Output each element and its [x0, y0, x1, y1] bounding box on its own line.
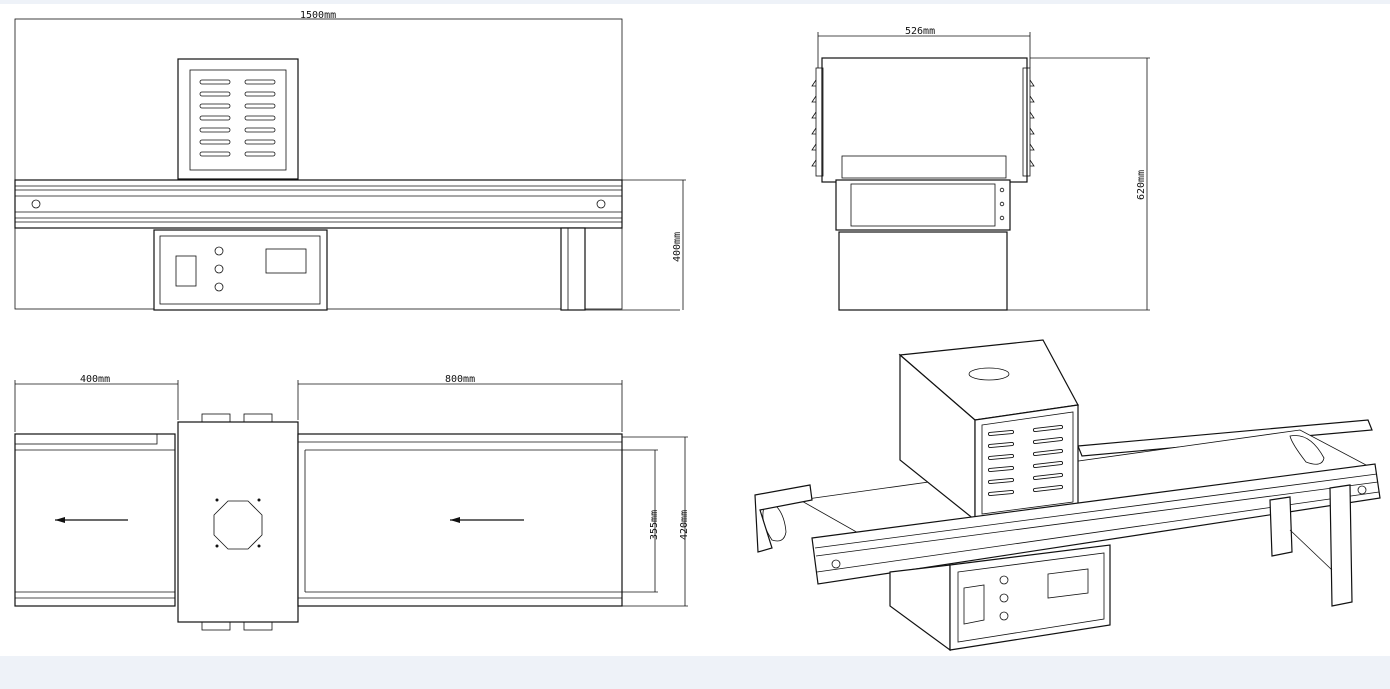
- control-box-iso: [949, 544, 1111, 651]
- base-side: [838, 231, 1008, 311]
- conveyor-rail-front: [14, 179, 623, 229]
- leg-front: [560, 227, 586, 311]
- top-inner-width-label: 355mm: [649, 510, 660, 540]
- lamp-housing-front: [177, 58, 299, 180]
- isometric-view: [754, 339, 1381, 652]
- vent-slots-iso: [988, 425, 1063, 496]
- side-width-label: 526mm: [905, 26, 935, 37]
- front-width-label: 1500mm: [300, 10, 336, 21]
- drawing-canvas: 1500mm: [0, 4, 1390, 656]
- lamp-housing-top: [177, 421, 299, 623]
- front-height-label: 400mm: [672, 232, 683, 262]
- technical-drawing: 1500mm: [14, 10, 1381, 652]
- side-height-label: 620mm: [1136, 170, 1147, 200]
- top-outer-width-label: 420mm: [679, 510, 690, 540]
- front-view: 1500mm: [14, 10, 686, 311]
- fan-port-top: [213, 500, 263, 550]
- conveyor-section-side: [835, 179, 1011, 231]
- footer-bar: [0, 656, 1390, 689]
- lamp-housing-side: [821, 57, 1028, 183]
- control-box-front: [153, 229, 328, 311]
- side-view: 526mm: [811, 26, 1150, 311]
- conveyor-rail-iso: [811, 463, 1381, 585]
- vent-slots-front: [199, 79, 276, 157]
- top-left-length-label: 400mm: [80, 374, 110, 385]
- top-right-length-label: 800mm: [445, 374, 475, 385]
- leg-iso: [1329, 484, 1353, 607]
- top-view: 400mm 800mm: [14, 374, 690, 631]
- left-end-frame: [754, 484, 813, 553]
- vent-panel-front: [189, 69, 287, 171]
- cooling-fins-side: [811, 79, 1035, 167]
